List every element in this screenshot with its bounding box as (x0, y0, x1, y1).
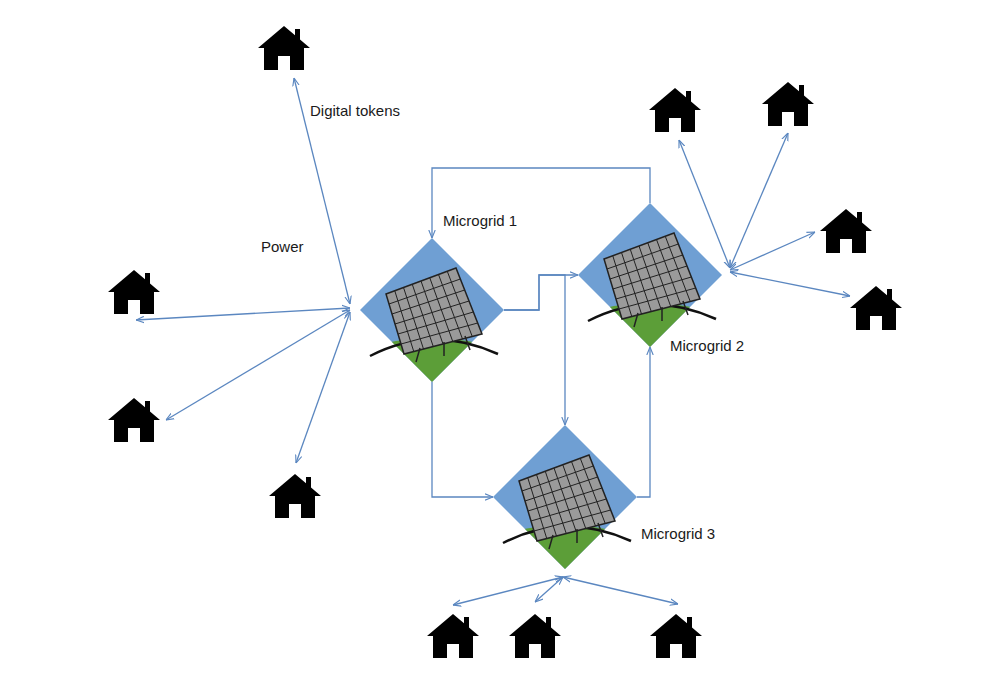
power-line (730, 232, 815, 270)
solar-panel-illustration (493, 425, 637, 569)
house-icon (650, 614, 702, 658)
microgrid-diamond: Microgrid 3 (493, 425, 637, 569)
energy-connector (504, 275, 565, 425)
microgrid-label: Microgrid 2 (670, 337, 744, 354)
energy-connector (637, 347, 650, 497)
house-icon (649, 88, 701, 132)
microgrid-label: Microgrid 1 (443, 212, 517, 229)
power-line (730, 272, 850, 296)
house-icon (427, 614, 479, 658)
microgrid-diamond: Microgrid 2 (578, 203, 722, 347)
microgrid-diamond: Microgrid 1 (360, 238, 504, 382)
microgrid-label: Microgrid 3 (641, 525, 715, 542)
energy-connector (432, 382, 493, 497)
solar-panel-illustration (578, 203, 722, 347)
house-icon (509, 614, 561, 658)
house-icon (762, 82, 814, 126)
power-line (453, 577, 563, 605)
house-icon (108, 270, 160, 314)
power-line (166, 310, 350, 420)
power-line (535, 577, 563, 602)
house-icon (269, 474, 321, 518)
power-line (563, 577, 678, 604)
house-icon (820, 209, 872, 253)
house-icon (258, 26, 310, 70)
solar-panel-illustration (360, 238, 504, 382)
energy-connector (504, 275, 578, 310)
flow-label: Digital tokens (310, 102, 400, 119)
energy-connector (432, 168, 650, 238)
house-icon (108, 398, 160, 442)
power-line (136, 308, 350, 320)
power-line (296, 312, 350, 463)
house-icon (850, 286, 902, 330)
flow-label: Power (261, 238, 304, 255)
